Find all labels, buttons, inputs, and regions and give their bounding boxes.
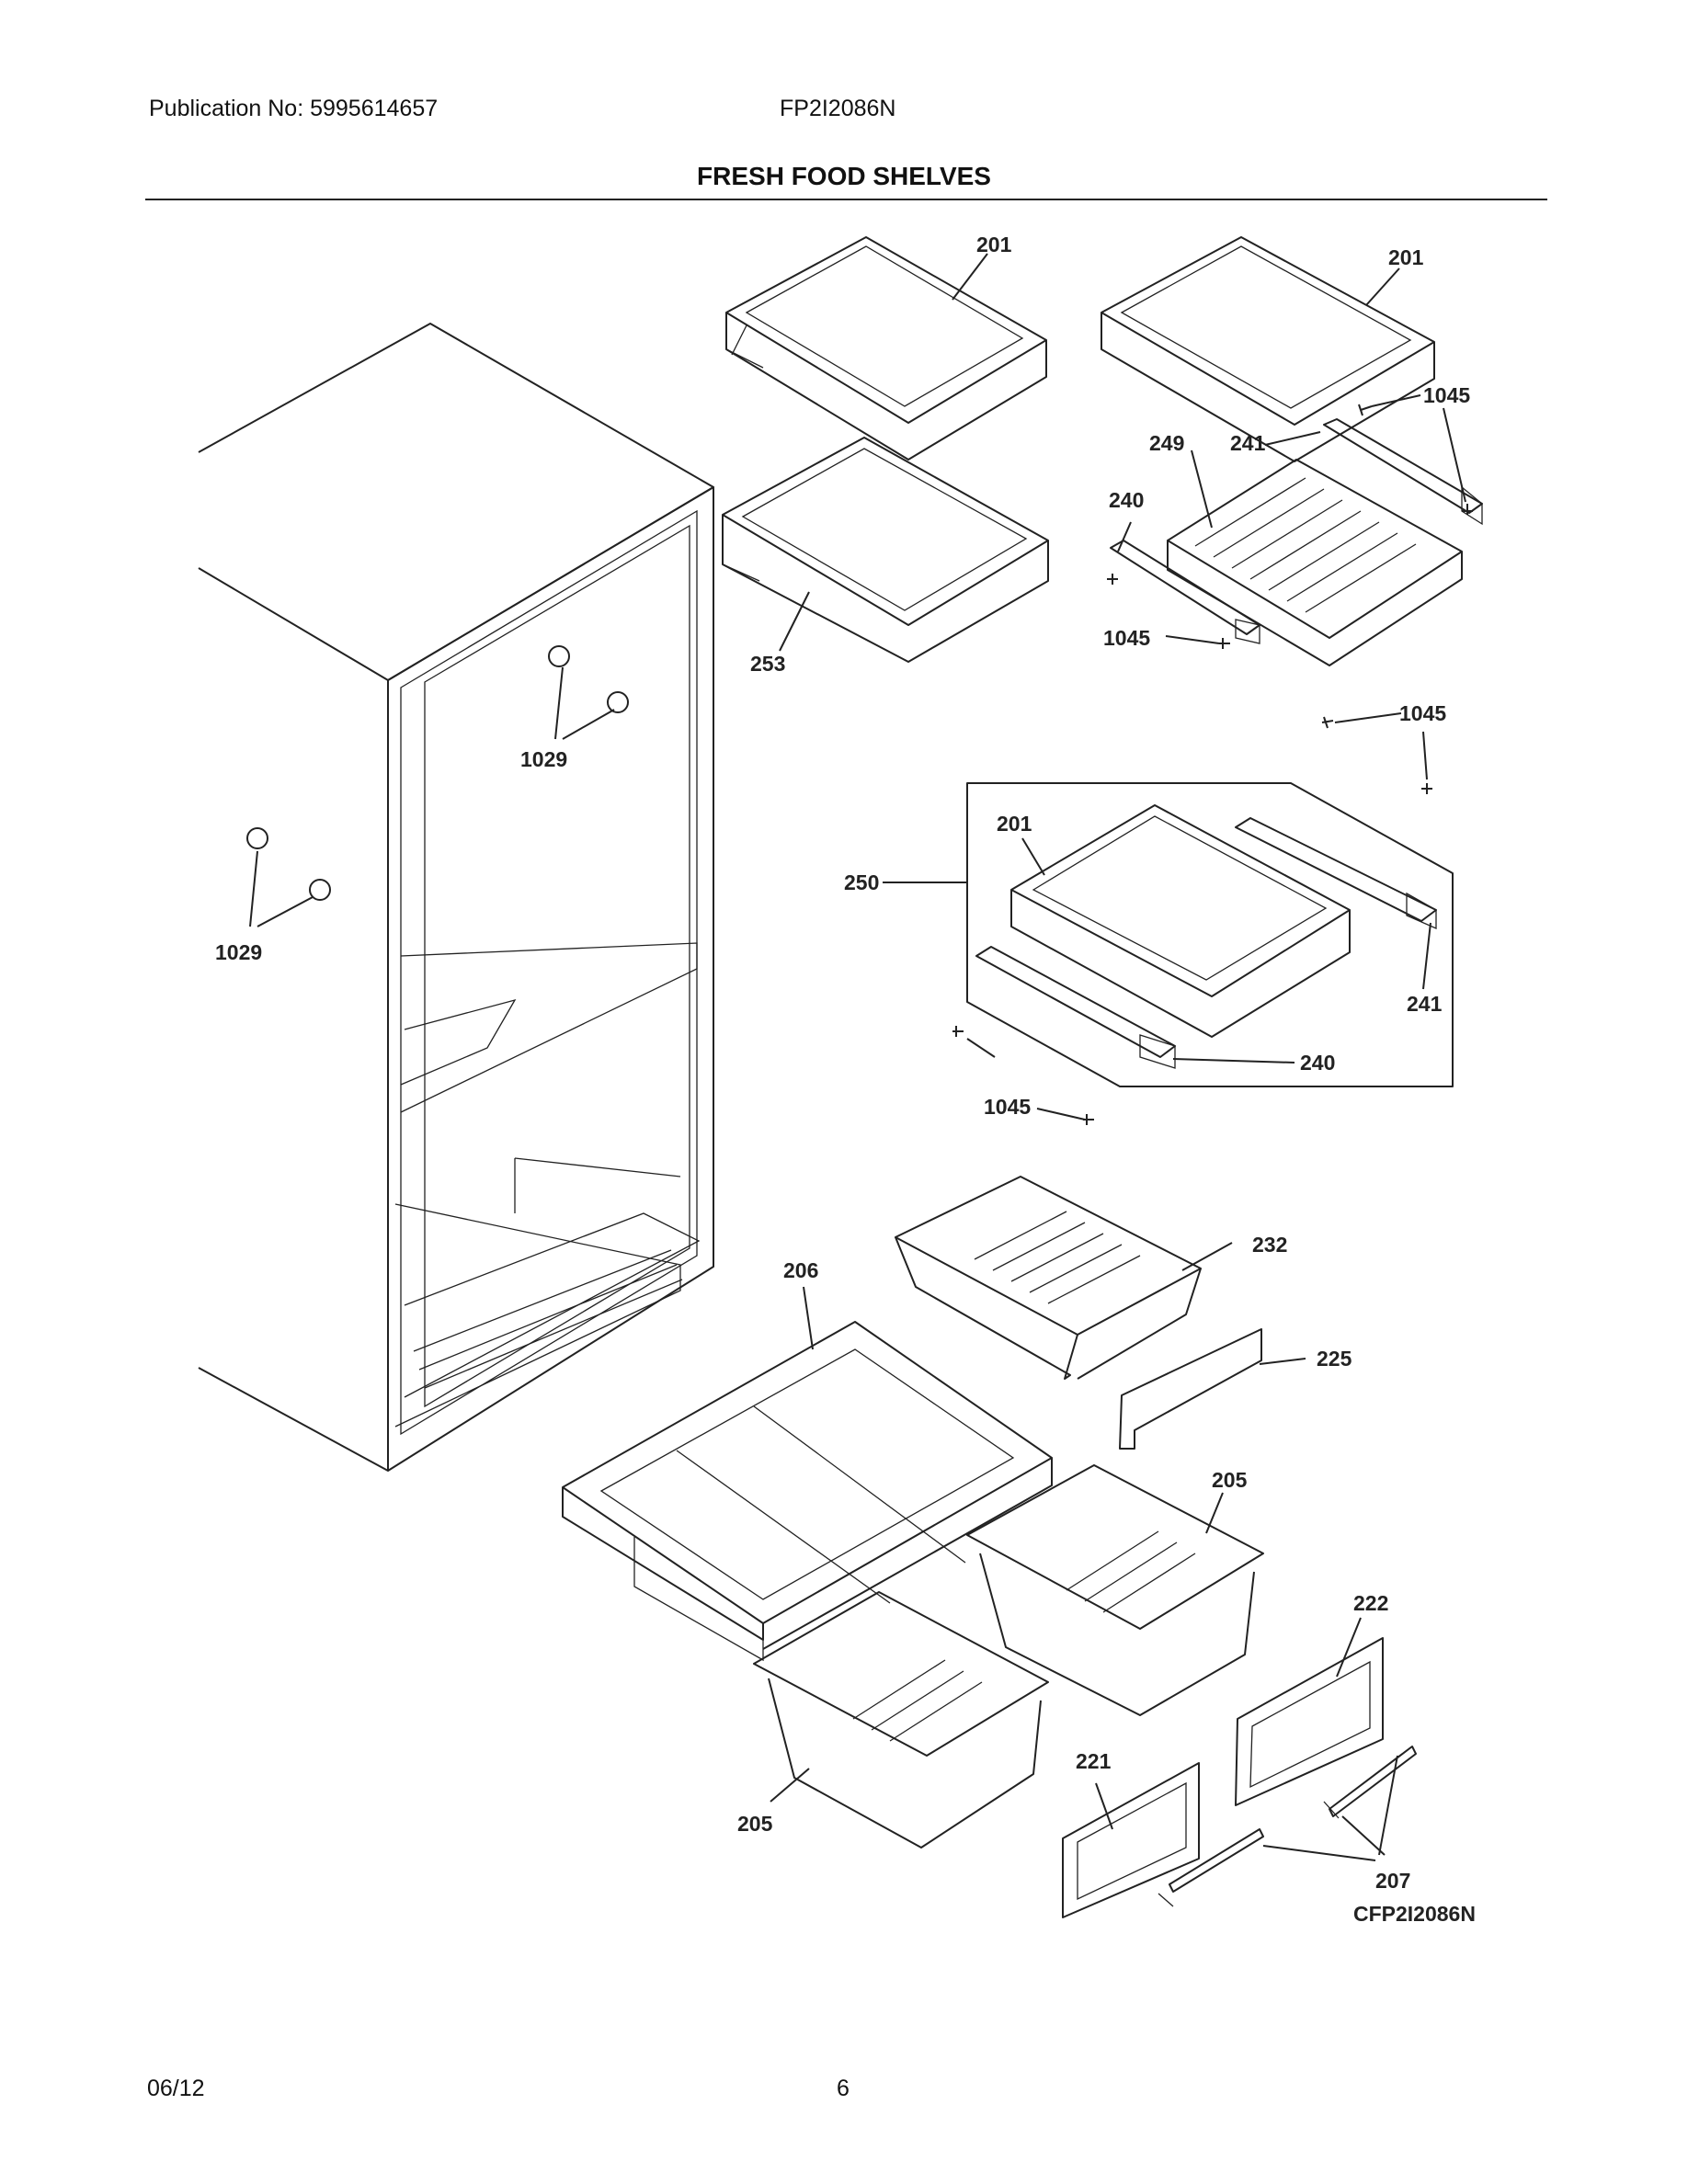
- callout-249: 249: [1149, 431, 1184, 455]
- callout-232: 232: [1252, 1233, 1287, 1257]
- crisper-drawer-205-right: [966, 1464, 1264, 1716]
- callout-1029-outer: 1029: [215, 940, 262, 964]
- callout-241-assembly: 241: [1407, 992, 1443, 1016]
- cover-221: [1062, 1762, 1200, 1918]
- slides-207: [1158, 1746, 1417, 1907]
- cabinet-drawing: [198, 323, 714, 1472]
- callout-1045-lower: 1045: [984, 1095, 1031, 1119]
- callout-1045-mid: 1045: [1399, 701, 1446, 725]
- callout-1045-basket: 1045: [1103, 626, 1150, 650]
- callout-240-top: 240: [1109, 488, 1144, 512]
- crisper-cover-206: [562, 1321, 1053, 1662]
- rail-241-top: [1323, 418, 1483, 526]
- leader-lines: [249, 253, 1466, 1861]
- shelf-201-assembly: [1010, 804, 1351, 1038]
- screws-1045: [952, 404, 1473, 1125]
- shelf-supports-1029: [246, 645, 629, 901]
- callout-207: 207: [1375, 1869, 1410, 1893]
- page-title: FRESH FOOD SHELVES: [697, 162, 991, 190]
- callout-201-top-right: 201: [1388, 245, 1424, 269]
- callout-221: 221: [1076, 1749, 1112, 1773]
- page-number: 6: [837, 2076, 850, 2101]
- footer-date: 06/12: [147, 2076, 205, 2101]
- callout-1029-inner: 1029: [520, 747, 567, 771]
- callout-250: 250: [844, 870, 879, 894]
- callout-206: 206: [783, 1258, 818, 1282]
- cover-225: [1119, 1328, 1262, 1450]
- assembly-250-frame: [966, 782, 1454, 1087]
- callout-225: 225: [1317, 1347, 1352, 1371]
- callout-205-right: 205: [1212, 1468, 1248, 1492]
- callout-241-top: 241: [1230, 431, 1266, 455]
- callout-201-assembly: 201: [997, 812, 1032, 836]
- callout-205-left: 205: [737, 1812, 773, 1836]
- callout-240-assembly: 240: [1300, 1051, 1335, 1075]
- title-divider: [145, 199, 1547, 200]
- diagram-id: CFP2I2086N: [1353, 1902, 1476, 1926]
- callout-1045-top-right: 1045: [1423, 383, 1470, 407]
- publication-number: Publication No: 5995614657: [149, 96, 439, 121]
- callout-201-top-center: 201: [976, 233, 1012, 256]
- shelf-201-top-center: [725, 236, 1047, 461]
- callout-253: 253: [750, 652, 785, 676]
- shelf-201-top-right: [1101, 236, 1435, 462]
- shelf-253: [722, 437, 1049, 663]
- pan-232: [895, 1176, 1202, 1380]
- rail-240-assembly: [975, 946, 1176, 1069]
- crisper-drawer-205-left: [753, 1591, 1049, 1848]
- wire-basket-249: [1167, 459, 1463, 666]
- rail-240-top: [1110, 540, 1260, 644]
- rail-241-assembly: [1235, 817, 1437, 929]
- model-number: FP2I2086N: [780, 96, 896, 121]
- callout-222: 222: [1353, 1591, 1388, 1615]
- cover-222: [1235, 1637, 1384, 1806]
